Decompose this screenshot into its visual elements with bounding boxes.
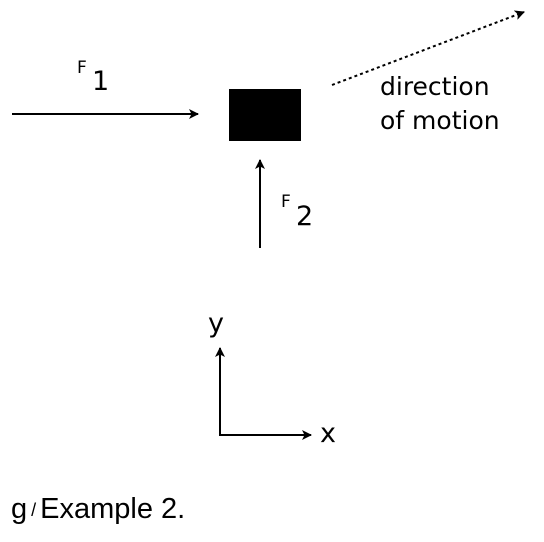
force-f2-subscript: 2 bbox=[296, 201, 314, 232]
caption-letter: g bbox=[11, 493, 28, 525]
force-f1-subscript: 1 bbox=[92, 66, 110, 97]
object-block bbox=[229, 89, 301, 141]
force-f2-symbol: F bbox=[281, 192, 291, 212]
motion-label-line1: direction bbox=[380, 72, 490, 101]
figure-caption: g/Example 2. bbox=[11, 493, 185, 526]
caption-text: Example 2. bbox=[40, 493, 186, 525]
motion-direction-arrow bbox=[331, 10, 525, 86]
caption-separator: / bbox=[31, 500, 37, 520]
y-axis-label: y bbox=[208, 308, 224, 339]
x-axis-label: x bbox=[320, 418, 336, 449]
force-f1-symbol: F bbox=[77, 58, 87, 78]
motion-label-line2: of motion bbox=[380, 106, 500, 135]
